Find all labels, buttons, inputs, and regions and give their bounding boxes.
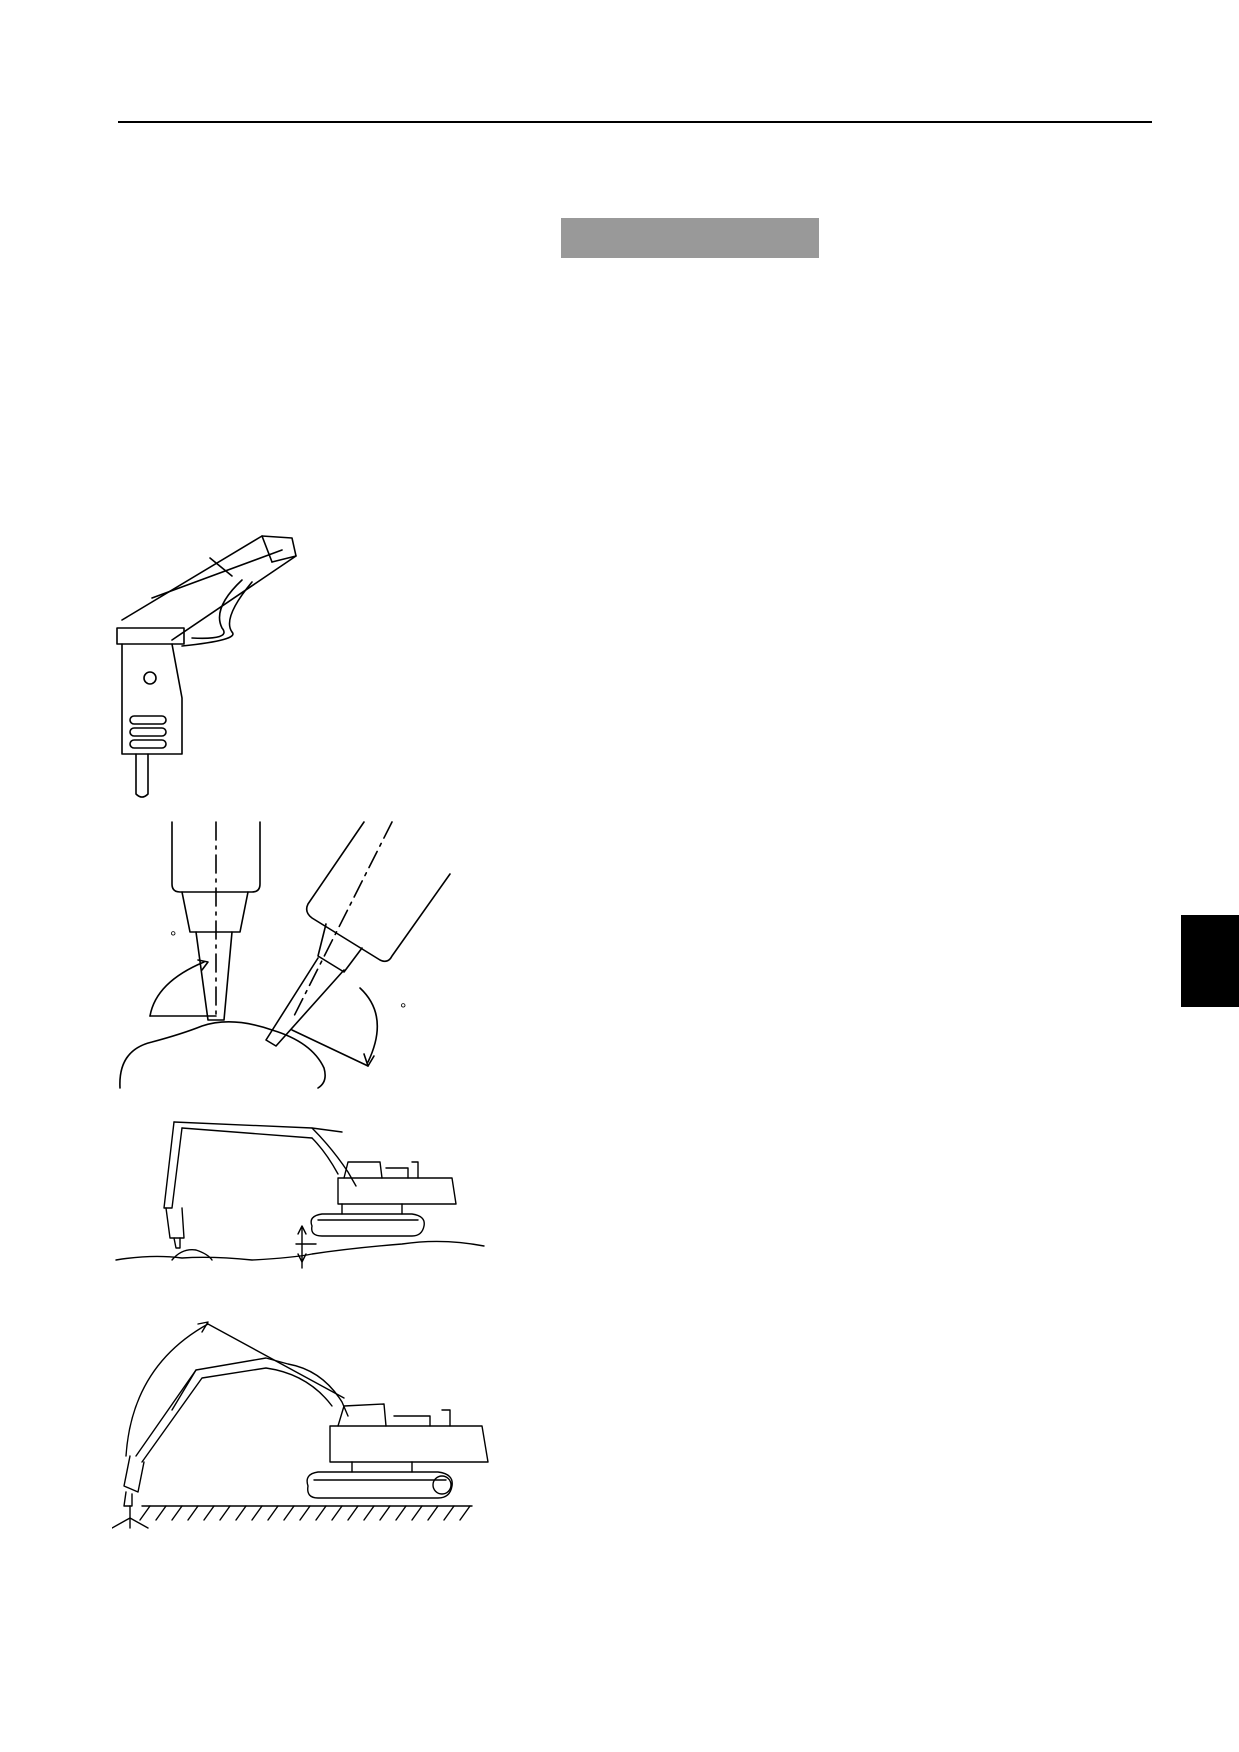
breaker-angle-illustration [119, 821, 451, 1089]
chisel-angle-figure: ° ° [112, 820, 472, 1092]
header-rule [118, 121, 1152, 123]
hydraulic-breaker-figure [112, 528, 352, 802]
section-banner [561, 218, 819, 258]
angle-degree-mark-right: ° [400, 1001, 406, 1018]
chapter-tab [1181, 915, 1239, 1007]
hydraulic-breaker-illustration [116, 535, 297, 798]
excavator-lift-illustration [115, 1121, 485, 1269]
excavator-reach-figure [112, 1306, 502, 1534]
angle-degree-mark-left: ° [170, 929, 176, 946]
excavator-lift-figure [112, 1108, 492, 1274]
excavator-reach-illustration [112, 1321, 489, 1529]
